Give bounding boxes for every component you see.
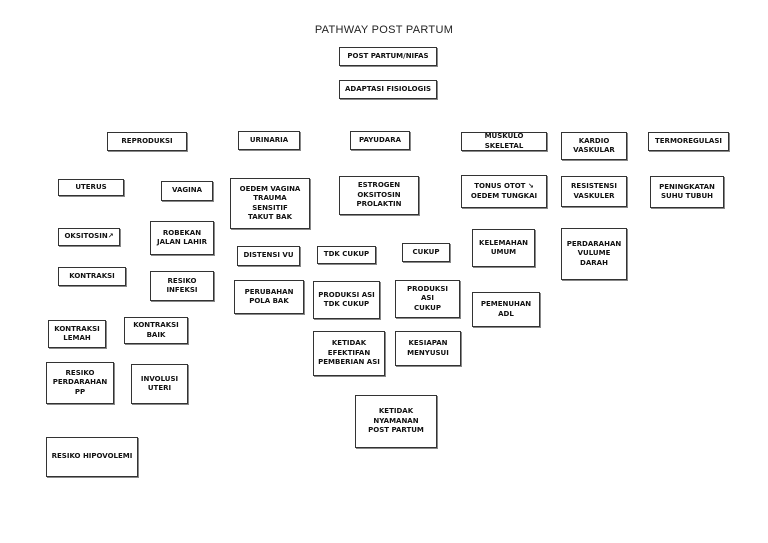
node-vagina: VAGINA — [161, 181, 213, 201]
node-kardio-vaskular: KARDIO VASKULAR — [561, 132, 627, 160]
node-adaptasi-fisiologis: ADAPTASI FISIOLOGIS — [339, 80, 437, 99]
node-uterus: UTERUS — [58, 179, 124, 196]
node-distensi-vu: DISTENSI VU — [237, 246, 300, 266]
node-muskulo-skeletal: MUSKULO SKELETAL — [461, 132, 547, 151]
page-title: PATHWAY POST PARTUM — [314, 24, 454, 36]
node-produksi-asi-tdk-cukup: PRODUKSI ASI TDK CUKUP — [313, 281, 380, 319]
node-robekan-jalan-lahir: ROBEKAN JALAN LAHIR — [150, 221, 214, 255]
node-termoregulasi: TERMOREGULASI — [648, 132, 729, 151]
node-perdarahan-vulume: PERDARAHAN VULUME DARAH — [561, 228, 627, 280]
node-kontraksi-baik: KONTRAKSI BAIK — [124, 317, 188, 344]
node-kontraksi: KONTRAKSI — [58, 267, 126, 286]
node-produksi-asi-cukup: PRODUKSI ASI CUKUP — [395, 280, 460, 318]
node-resistensi-vaskuler: RESISTENSI VASKULER — [561, 176, 627, 207]
node-involusi-uteri: INVOLUSI UTERI — [131, 364, 188, 404]
node-tonus-otot: TONUS OTOT ↘ OEDEM TUNGKAI — [461, 175, 547, 208]
node-peningkatan-suhu: PENINGKATAN SUHU TUBUH — [650, 176, 724, 208]
node-oedem-vagina: OEDEM VAGINA TRAUMA SENSITIF TAKUT BAK — [230, 178, 310, 229]
node-ketidak-nyamanan: KETIDAK NYAMANAN POST PARTUM — [355, 395, 437, 448]
node-oksitosin: OKSITOSIN↗ — [58, 228, 120, 246]
node-ketidak-efektifan: KETIDAK EFEKTIFAN PEMBERIAN ASI — [313, 331, 385, 376]
node-resiko-hipovolemi: RESIKO HIPOVOLEMI — [46, 437, 138, 477]
node-cukup: CUKUP — [402, 243, 450, 262]
node-payudara: PAYUDARA — [350, 131, 410, 150]
node-pemenuhan-adl: PEMENUHAN ADL — [472, 292, 540, 327]
node-tdk-cukup: TDK CUKUP — [317, 246, 376, 264]
node-reproduksi: REPRODUKSI — [107, 132, 187, 151]
node-kelemahan-umum: KELEMAHAN UMUM — [472, 229, 535, 267]
node-post-partum: POST PARTUM/NIFAS — [339, 47, 437, 66]
node-urinaria: URINARIA — [238, 131, 300, 150]
node-estrogen: ESTROGEN OKSITOSIN PROLAKTIN — [339, 176, 419, 215]
node-resiko-perdarahan: RESIKO PERDARAHAN PP — [46, 362, 114, 404]
node-kontraksi-lemah: KONTRAKSI LEMAH — [48, 320, 106, 348]
node-perubahan-pola-bak: PERUBAHAN POLA BAK — [234, 280, 304, 314]
node-kesiapan-menyusui: KESIAPAN MENYUSUI — [395, 331, 461, 366]
node-resiko-infeksi: RESIKO INFEKSI — [150, 271, 214, 301]
